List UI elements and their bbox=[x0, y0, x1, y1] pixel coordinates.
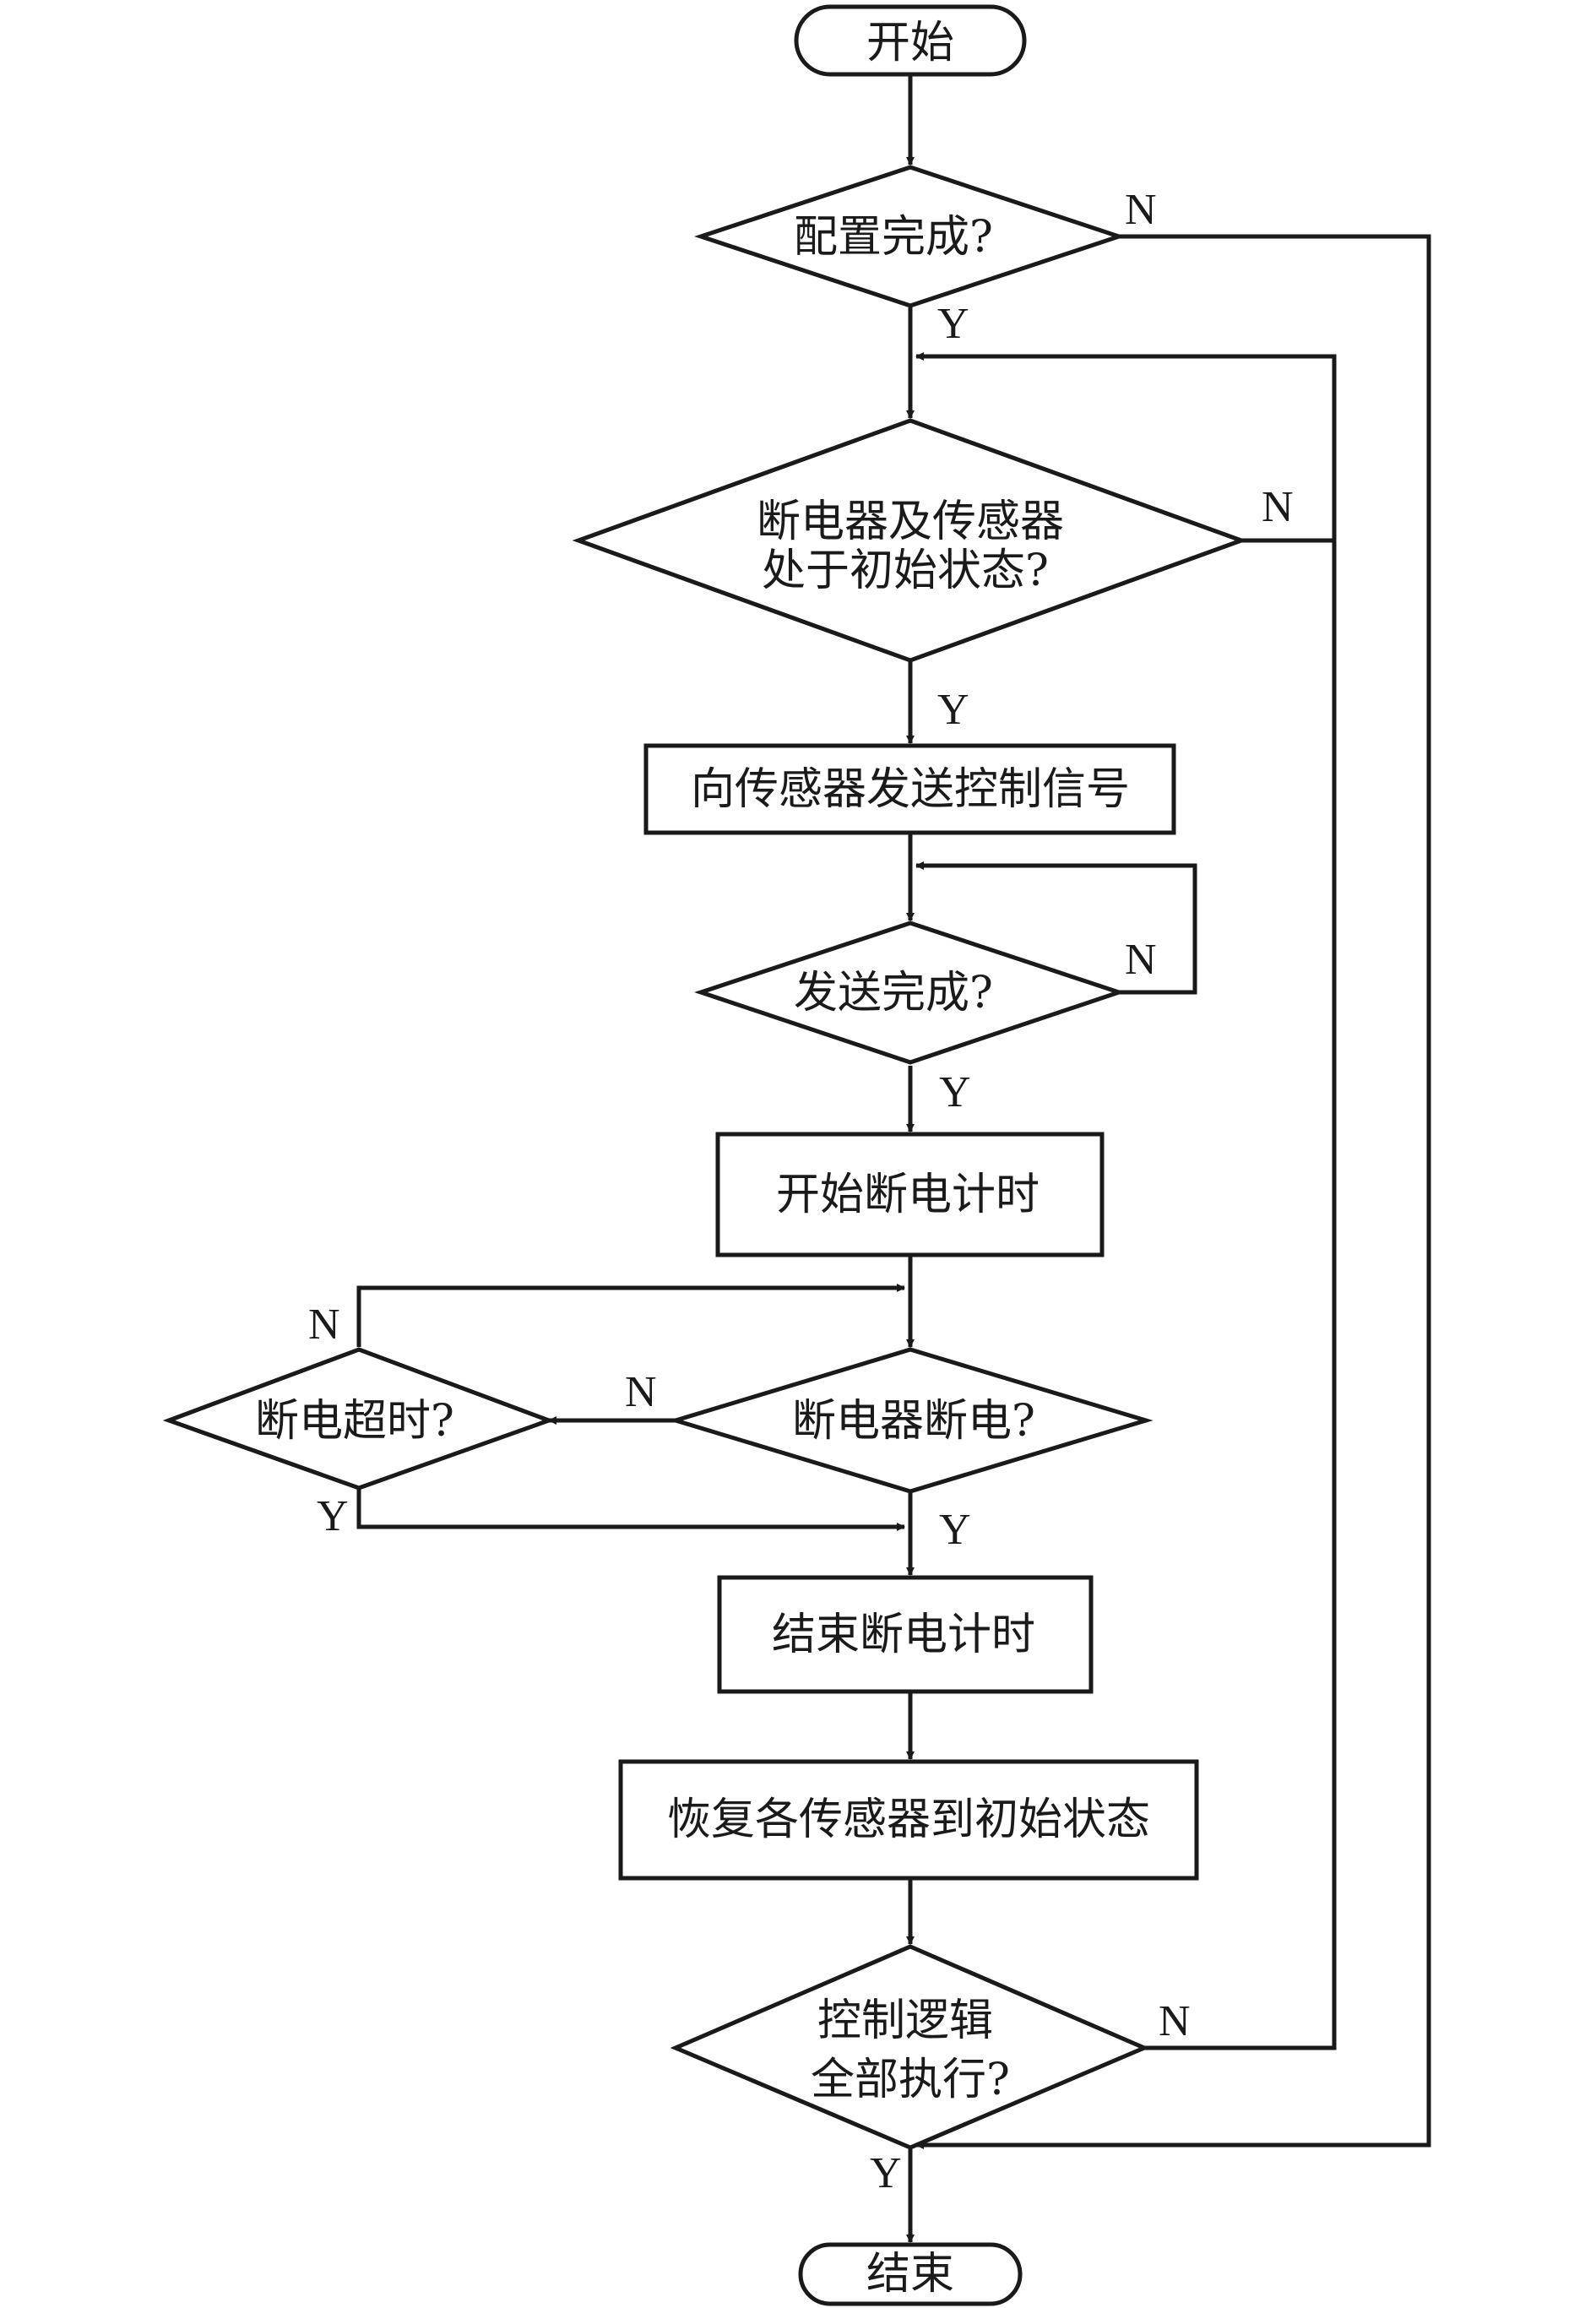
start-timer-process bbox=[715, 1132, 1105, 1257]
breaker-yes-label: Y bbox=[939, 1506, 971, 1554]
start-label: 开始 bbox=[866, 18, 954, 68]
config-done-label: 配置完成? bbox=[794, 212, 993, 263]
breaker-off-decision bbox=[668, 1347, 1154, 1494]
edge-alldone-no-loop bbox=[1144, 540, 1337, 2050]
restore-label: 恢复各传感器到初始状态 bbox=[667, 1795, 1150, 1845]
senddone-no-label: N bbox=[1125, 936, 1157, 984]
end-terminal bbox=[798, 2242, 1023, 2306]
shapes bbox=[162, 4, 1248, 2306]
timeout-no-label: N bbox=[308, 1301, 340, 1349]
config-no-label: N bbox=[1125, 186, 1157, 234]
edge-timeout-yes-merge bbox=[356, 1488, 905, 1531]
edge-config-no-to-end bbox=[915, 234, 1431, 2149]
branch-labels: N Y N Y N Y N N Y Y N Y bbox=[308, 186, 1294, 2197]
alldone-yes-label: Y bbox=[870, 2149, 902, 2197]
all-done-label-line1: 控制逻辑 bbox=[817, 1996, 993, 2046]
config-yes-label: Y bbox=[937, 300, 969, 348]
send-done-decision bbox=[694, 920, 1126, 1065]
end-timer-label: 结束断电计时 bbox=[772, 1610, 1035, 1660]
senddone-yes-label: Y bbox=[939, 1068, 971, 1116]
initial-no-label: N bbox=[1262, 483, 1294, 531]
edge-timeout-no-loop bbox=[356, 1284, 905, 1347]
initial-yes-label: Y bbox=[937, 686, 969, 734]
breaker-off-label: 断电器断电? bbox=[792, 1396, 1035, 1447]
restore-process bbox=[618, 1759, 1199, 1881]
initial-state-label-line2: 处于初始状态? bbox=[762, 546, 1049, 596]
send-done-label: 发送完成? bbox=[794, 968, 993, 1018]
edge-senddone-no-loop bbox=[915, 861, 1197, 995]
alldone-no-label: N bbox=[1159, 1997, 1191, 2045]
timeout-decision bbox=[162, 1347, 556, 1491]
send-signal-label: 向传感器发送控制信号 bbox=[691, 764, 1130, 815]
all-done-label-line2: 全部执行? bbox=[811, 2055, 1010, 2105]
end-label: 结束 bbox=[866, 2249, 954, 2300]
end-timer-process bbox=[717, 1575, 1094, 1694]
timeout-label: 断电超时? bbox=[255, 1396, 454, 1447]
start-timer-label: 开始断电计时 bbox=[776, 1170, 1040, 1220]
breaker-no-label: N bbox=[625, 1368, 657, 1416]
initial-state-decision bbox=[572, 418, 1248, 663]
timeout-yes-label: Y bbox=[317, 1492, 349, 1540]
edge-initial-no-loop bbox=[915, 352, 1337, 543]
all-done-decision bbox=[670, 1944, 1150, 2150]
connectors bbox=[356, 76, 1431, 2243]
config-done-decision bbox=[694, 165, 1126, 308]
send-signal-process bbox=[643, 743, 1176, 835]
node-labels: 开始 配置完成? 断电器及传感器 处于初始状态? 向传感器发送控制信号 发送完成… bbox=[255, 18, 1150, 2300]
start-terminal bbox=[794, 4, 1027, 77]
initial-state-label-line1: 断电器及传感器 bbox=[757, 497, 1064, 547]
